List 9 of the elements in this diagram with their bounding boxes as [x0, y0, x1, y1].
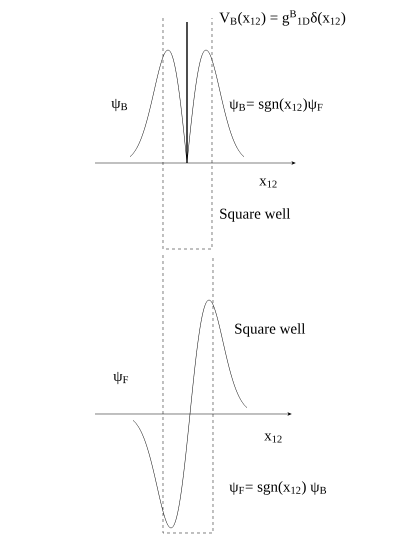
wavefunction-label: ψ$_{B}$ [111, 98, 128, 112]
well-label: Square well [220, 208, 290, 222]
formula-label: V$_{B}$(x$_{12}$) = g$^{B}$$_{1D}$δ(x$_{12}$) [219, 10, 346, 26]
formula-label: ψ$_{F}$= sgn(x$_{12}$) ψ$_{B}$ [229, 481, 326, 495]
axis-label: x$_{12}$ [264, 433, 282, 443]
axis-label: x$_{12}$ [259, 178, 277, 188]
wavefunction-label: ψ$_{F}$ [113, 372, 128, 384]
well-label: Square well [235, 323, 306, 337]
formula-label: ψ$_{B}$= sgn(x$_{12}$)ψ$_{F}$ [229, 98, 322, 112]
